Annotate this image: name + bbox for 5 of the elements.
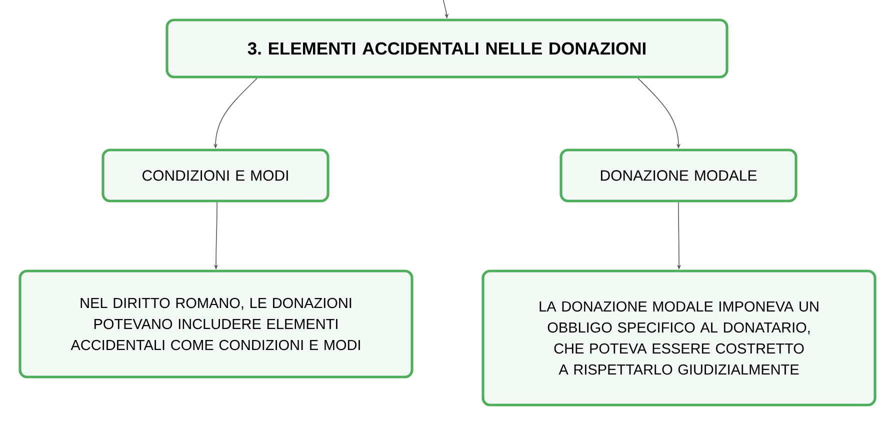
title-box: 3. ELEMENTI ACCIDENTALI NELLE DONAZIONI [166, 18, 728, 78]
topic-box: CONDIZIONI E MODI [102, 148, 330, 202]
text-box: LA DONAZIONE MODALE IMPONEVA UN OBBLIGO SPECIFICO AL DONATARIO, CHE POTEVA ESSERE COSTRETTO A RISPETTARLO GIUDIZIALMENTE [482, 270, 876, 406]
topic-box: DONAZIONE MODALE [560, 148, 798, 202]
text-box: NEL DIRITTO ROMANO, LE DONAZIONI POTEVANO INCLUDERE ELEMENTI ACCIDENTALI COME CONDIZIONI E MODI [18, 270, 414, 378]
